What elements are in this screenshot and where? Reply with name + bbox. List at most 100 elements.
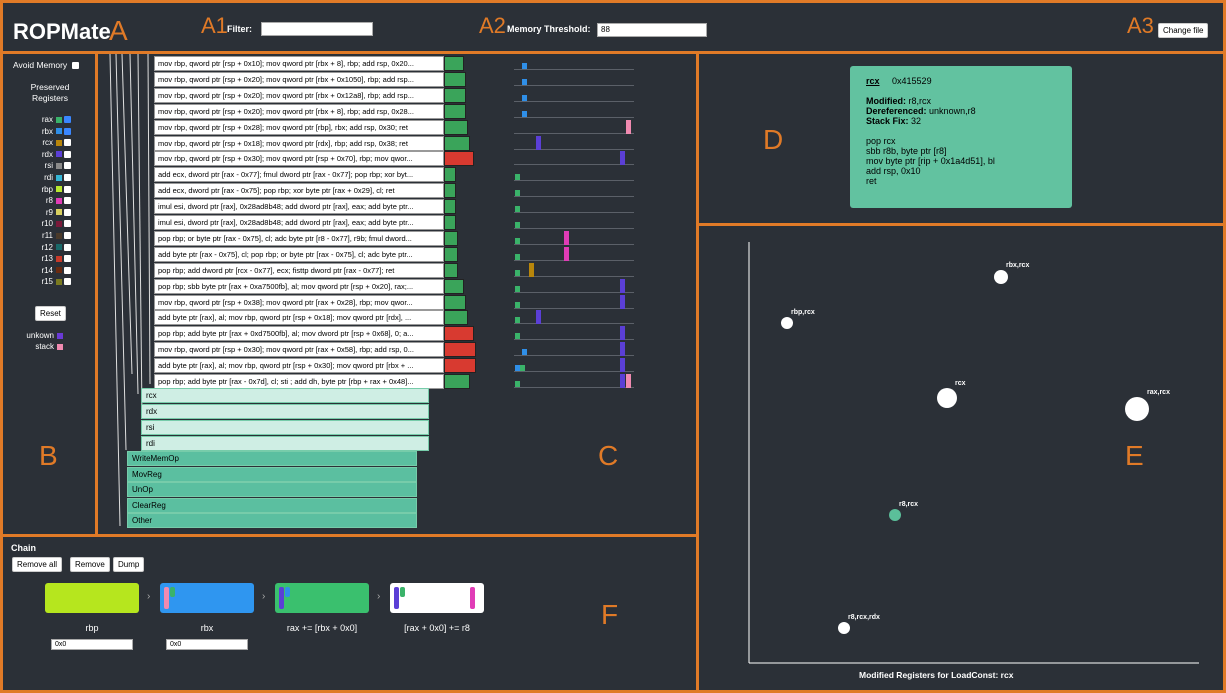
memory-threshold-input[interactable]: 88 xyxy=(597,23,707,37)
register-usage-mark xyxy=(536,135,541,150)
remove-all-button[interactable]: Remove all xyxy=(12,557,63,572)
change-file-button[interactable]: Change file xyxy=(1158,23,1209,38)
gadget-row[interactable]: add byte ptr [rax], al; mov rbp, qword p… xyxy=(154,358,444,374)
register-row-rbx[interactable]: rbx xyxy=(31,126,71,137)
register-row-rbp[interactable]: rbp xyxy=(31,184,71,195)
gadget-row[interactable]: add ecx, dword ptr [rax - 0x77]; fmul dw… xyxy=(154,167,444,183)
gadget-row[interactable]: pop rbp; or byte ptr [rax - 0x75], cl; a… xyxy=(154,230,444,246)
register-row-r15[interactable]: r15 xyxy=(31,276,71,287)
register-checkbox[interactable] xyxy=(64,255,71,263)
filter-input[interactable] xyxy=(261,22,373,36)
register-color-swatch xyxy=(56,209,62,216)
gadget-row[interactable]: mov rbp, qword ptr [rsp + 0x18]; mov qwo… xyxy=(154,135,444,151)
gadget-row[interactable]: pop rbp; add byte ptr [rax - 0x7d], cl; … xyxy=(154,374,444,389)
chevron-right-icon: › xyxy=(147,591,151,602)
register-track-line xyxy=(514,116,634,118)
chevron-right-icon: › xyxy=(377,591,381,602)
register-checkbox[interactable] xyxy=(64,220,71,228)
marker-a3: A3 xyxy=(1127,13,1154,38)
reset-button[interactable]: Reset xyxy=(35,306,66,321)
register-node-rsi[interactable]: rsi xyxy=(141,420,429,435)
register-row-r14[interactable]: r14 xyxy=(31,265,71,276)
gadget-row[interactable]: pop rbp; add dword ptr [rcx - 0x77], ecx… xyxy=(154,262,444,278)
register-checkbox[interactable] xyxy=(64,208,71,216)
scatter-point[interactable] xyxy=(781,317,793,329)
chain-reg-mark xyxy=(400,587,405,597)
chain-reg-mark xyxy=(470,587,475,609)
chain-item-1[interactable] xyxy=(160,583,254,613)
register-checkbox[interactable] xyxy=(64,243,71,251)
register-checkbox[interactable] xyxy=(64,174,71,181)
gadget-row[interactable]: mov rbp, qword ptr [rsp + 0x28]; mov qwo… xyxy=(154,119,444,135)
register-checkbox[interactable] xyxy=(64,232,71,239)
register-checkbox[interactable] xyxy=(64,162,71,170)
gadget-row[interactable]: mov rbp, qword ptr [rsp + 0x20]; mov qwo… xyxy=(154,71,444,87)
register-usage-mark xyxy=(522,63,527,69)
detail-register: rcx xyxy=(866,76,880,86)
category-node-writememop[interactable]: WriteMemOp xyxy=(127,451,417,466)
gadget-row[interactable]: imul esi, dword ptr [rax], 0x28ad8b48; a… xyxy=(154,199,444,215)
register-row-r10[interactable]: r10 xyxy=(31,218,71,229)
register-row-rdi[interactable]: rdi xyxy=(31,172,71,183)
scatter-point[interactable] xyxy=(937,388,957,408)
register-name: r12 xyxy=(41,242,53,252)
scatter-point[interactable] xyxy=(838,622,850,634)
register-checkbox[interactable] xyxy=(64,127,71,135)
register-checkbox[interactable] xyxy=(64,278,71,286)
scatter-point[interactable] xyxy=(889,509,901,521)
register-row-r8[interactable]: r8 xyxy=(31,195,71,206)
gadget-row[interactable]: mov rbp, qword ptr [rsp + 0x30]; mov qwo… xyxy=(154,151,444,167)
register-node-rcx[interactable]: rcx xyxy=(141,388,429,403)
register-checkbox[interactable] xyxy=(64,266,71,274)
gadget-row[interactable]: mov rbp, qword ptr [rsp + 0x20]; mov qwo… xyxy=(154,103,444,119)
register-node-rdi[interactable]: rdi xyxy=(141,436,429,451)
category-node-unop[interactable]: UnOp xyxy=(127,482,417,498)
register-node-rdx[interactable]: rdx xyxy=(141,404,429,419)
register-row-r9[interactable]: r9 xyxy=(31,207,71,218)
scatter-point[interactable] xyxy=(1125,397,1149,421)
chain-item-0[interactable] xyxy=(45,583,139,613)
gadget-row[interactable]: mov rbp, qword ptr [rsp + 0x10]; mov qwo… xyxy=(154,56,444,71)
gadget-memory-bar xyxy=(444,199,456,215)
gadget-row[interactable]: mov rbp, qword ptr [rsp + 0x30]; mov qwo… xyxy=(154,342,444,358)
gadget-row[interactable]: add ecx, dword ptr [rax - 0x75]; pop rbp… xyxy=(154,183,444,199)
dump-button[interactable]: Dump xyxy=(113,557,145,572)
gadget-row[interactable]: mov rbp, qword ptr [rsp + 0x38]; mov qwo… xyxy=(154,294,444,310)
chain-value-input[interactable]: 0x0 xyxy=(166,639,248,650)
register-row-rax[interactable]: rax xyxy=(31,114,71,125)
gadget-row[interactable]: imul esi, dword ptr [rax], 0x28ad8b48; a… xyxy=(154,215,444,230)
register-usage-mark xyxy=(522,349,527,356)
register-row-r12[interactable]: r12 xyxy=(31,242,71,253)
chain-reg-mark xyxy=(394,587,399,609)
register-row-rdx[interactable]: rdx xyxy=(31,149,71,160)
gadget-row[interactable]: add byte ptr [rax], al; mov rbp, qword p… xyxy=(154,310,444,326)
scatter-point[interactable] xyxy=(994,270,1008,284)
avoid-memory-checkbox[interactable] xyxy=(72,61,80,69)
gadget-row[interactable]: pop rbp; sbb byte ptr [rax + 0xa7500fb],… xyxy=(154,278,444,294)
gadget-row[interactable]: pop rbp; add byte ptr [rax + 0xd7500fb],… xyxy=(154,326,444,342)
gadget-row[interactable]: mov rbp, qword ptr [rsp + 0x20]; mov qwo… xyxy=(154,87,444,103)
register-checkbox[interactable] xyxy=(64,116,71,123)
category-node-movreg[interactable]: MovReg xyxy=(127,466,417,482)
category-node-clearreg[interactable]: ClearReg xyxy=(127,497,417,513)
register-row-r13[interactable]: r13 xyxy=(31,253,71,264)
register-checkbox[interactable] xyxy=(64,150,71,158)
gadget-memory-bar xyxy=(444,374,470,389)
register-usage-mark xyxy=(515,365,520,372)
chain-value-input[interactable]: 0x0 xyxy=(51,639,133,650)
register-checkbox[interactable] xyxy=(64,197,71,205)
gadget-row[interactable]: add byte ptr [rax - 0x75], cl; pop rbp; … xyxy=(154,246,444,262)
register-row-rcx[interactable]: rcx xyxy=(31,137,71,148)
chain-item-2[interactable] xyxy=(275,583,369,613)
code-line: pop rcx xyxy=(866,136,896,146)
gadget-memory-bar xyxy=(444,294,466,310)
register-track-line xyxy=(514,180,634,182)
register-checkbox[interactable] xyxy=(64,185,71,193)
gadget-memory-bar xyxy=(444,262,458,278)
register-checkbox[interactable] xyxy=(64,139,71,147)
register-row-r11[interactable]: r11 xyxy=(31,230,71,241)
category-node-other[interactable]: Other xyxy=(127,513,417,529)
chain-item-3[interactable] xyxy=(390,583,484,613)
register-row-rsi[interactable]: rsi xyxy=(31,160,71,171)
remove-button[interactable]: Remove xyxy=(70,557,110,572)
